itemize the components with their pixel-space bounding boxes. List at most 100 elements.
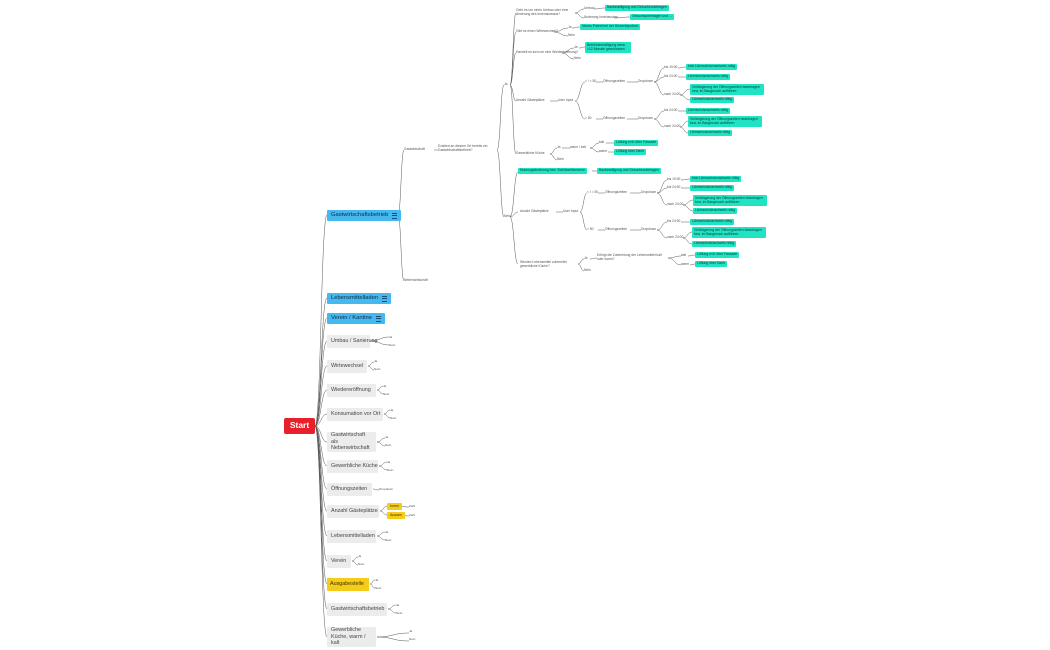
result-neues-patent[interactable]: Neues Patent bei der Gewerbepolizei <box>580 24 641 30</box>
result-verlaengerung[interactable]: Verlängerung der Öffnungszeiten beantrag… <box>692 227 766 238</box>
branch-umbau[interactable]: Umbau / Sanierung <box>327 335 377 348</box>
option-bis24[interactable]: bis 24:00 <box>667 219 681 223</box>
result-laermschutz[interactable]: Lärmschutznachweis nötig <box>693 208 737 214</box>
node-oeffnungszeiten[interactable]: Öffnungszeiten <box>605 227 628 231</box>
answer-aenderung-innenausbau[interactable]: Änderung Innenausbau <box>584 15 619 19</box>
question-gewerbliche-kueche[interactable]: Gewerbliche Küche <box>516 151 545 155</box>
branch-lebensmittelladen-2[interactable]: Lebensmittelladen <box>327 530 376 543</box>
result-gesuchsunterlagen[interactable]: Gesuchsunterlagen und ... <box>630 14 674 20</box>
branch-nebenwirtschaft[interactable]: Gastwirtschaft als Nebenwirtschaft <box>327 432 376 452</box>
branch-konsumation[interactable]: Konsumation vor Ort <box>327 408 383 421</box>
answer-lt50[interactable]: < / = 50 <box>585 79 597 83</box>
answer-ja[interactable]: Ja <box>375 578 379 582</box>
option-bis24[interactable]: bis 24:00 <box>667 185 681 189</box>
branch-verein-kantine[interactable]: Verein / Kantine <box>327 313 385 324</box>
branch-wiedereroeffnung[interactable]: Wiedereröffnung <box>327 384 376 397</box>
notes-icon[interactable] <box>392 212 398 219</box>
option-nach24[interactable]: nach 24:00 <box>667 202 684 206</box>
answer-nein[interactable]: Nein <box>374 367 381 371</box>
answer-nein[interactable]: Nein <box>387 468 394 472</box>
option-bis24[interactable]: bis 24:00 <box>664 108 678 112</box>
result-lueftung-dach[interactable]: Lüftung über Dach <box>695 261 727 267</box>
answer-nein[interactable]: Nein <box>409 637 416 641</box>
question-anzahl-gaesteplaetze[interactable]: Anzahl Gästeplätze <box>520 209 549 213</box>
answer-ja[interactable]: Ja <box>385 435 389 439</box>
option-bis19[interactable]: bis 19:00 <box>664 65 678 69</box>
result-laermschutz[interactable]: Lärmschutznachweis nötig <box>686 108 730 114</box>
answer-nein[interactable]: Nein <box>383 392 390 396</box>
result-kein-laermschutz[interactable]: kein Lärmschutznachweis nötig <box>690 176 742 182</box>
branch-kueche-warm-kalt[interactable]: Gewerbliche Küche, warm / kalt <box>327 627 376 647</box>
result-betriebsbewilligung[interactable]: Betriebsbewilligung wenn >12 Monate gesc… <box>585 42 631 53</box>
node-gastwirtschaft[interactable]: Gastwirtschaft <box>404 147 425 151</box>
start-node[interactable]: Start <box>284 418 315 434</box>
user-input[interactable]: User Input <box>558 98 574 102</box>
branch-anzahl-gaesteplaetze[interactable]: Anzahl Gästeplätze <box>327 505 379 518</box>
option-bis19[interactable]: bis 19:00 <box>667 177 681 181</box>
result-kein-laermschutz[interactable]: kein Lärmschutznachweis nötig <box>686 64 738 70</box>
question-zubereitung[interactable]: Erfolgt die Zubereitung der Lebensmittel… <box>597 253 662 261</box>
option-warm[interactable]: warm <box>681 262 690 266</box>
answer-gt50[interactable]: > 50 <box>585 116 592 120</box>
question-anzahl-gaesteplaetze[interactable]: Anzahl Gästeplätze <box>516 98 545 102</box>
answer-nein[interactable]: Nein <box>396 611 403 615</box>
answer-nein[interactable]: Nein <box>574 56 581 60</box>
answer-innen[interactable]: Innen <box>387 503 402 510</box>
answer-nein[interactable]: Nein <box>504 214 511 218</box>
answer-ja[interactable]: Ja <box>409 629 413 633</box>
answer-dropdown[interactable]: Dropdown <box>379 487 394 491</box>
result-verlaengerung[interactable]: Verlängerung der Öffnungszeiten beantrag… <box>693 195 767 206</box>
notes-icon[interactable] <box>382 295 388 302</box>
branch-gastwirtschaftsbetrieb-2[interactable]: Gastwirtschaftsbetrieb <box>327 603 387 616</box>
branch-gastwirtschaftsbetrieb[interactable]: Gastwirtschaftsbetrieb <box>327 210 402 221</box>
answer-nein[interactable]: Nein <box>358 562 365 566</box>
answer-nein[interactable]: Nein <box>390 416 397 420</box>
option-kalt[interactable]: kalt <box>599 140 605 144</box>
question-umbau[interactable]: Geht es um einen Umbau oder eine Änderun… <box>516 8 569 16</box>
answer-nein[interactable]: Nein <box>385 443 392 447</box>
option-nach24[interactable]: nach 24:00 <box>664 124 681 128</box>
answer-ja[interactable]: Ja <box>374 359 378 363</box>
question-nutzungsaenderung[interactable]: Nutzungsänderung bzw. Schlüsselbereiche <box>518 168 587 174</box>
result-laermschutz[interactable]: Lärmschutznachweis nötig <box>688 130 732 136</box>
answer-nein[interactable]: Nein <box>389 343 396 347</box>
dropdown[interactable]: Dropdown <box>641 227 657 231</box>
option-kalt[interactable]: kalt <box>681 253 687 257</box>
answer-zahl[interactable]: Zahl <box>409 504 416 508</box>
option-nach24[interactable]: nach 24:00 <box>664 92 681 96</box>
result-laermschutz[interactable]: Lärmschutznachweis nötig <box>690 185 734 191</box>
answer-ja[interactable]: Ja <box>387 460 391 464</box>
answer-ja[interactable]: Ja <box>504 82 508 86</box>
answer-ja[interactable]: Ja <box>389 335 393 339</box>
option-warm[interactable]: warm <box>599 149 608 153</box>
result-laermschutz[interactable]: Lärmschutznachweis nötig <box>690 219 734 225</box>
answer-ja[interactable]: Ja <box>385 530 389 534</box>
notes-icon[interactable] <box>375 315 381 322</box>
option-nach24[interactable]: nach 24:00 <box>667 235 684 239</box>
branch-oeffnungszeiten[interactable]: Öffnungszeiten <box>327 483 372 496</box>
node-oeffnungszeiten[interactable]: Öffnungszeiten <box>603 79 626 83</box>
answer-ja[interactable]: Ja <box>557 145 561 149</box>
branch-gewerbliche-kueche[interactable]: Gewerbliche Küche <box>327 460 378 473</box>
result-baubewilligung[interactable]: Baubewilligung und Gesuchsunterlagen <box>605 5 669 11</box>
question-lebensmittel-zubereitet[interactable]: Werden Lebensmittel zubereitet, gewerbli… <box>520 260 568 268</box>
answer-nein[interactable]: Nein <box>568 33 575 37</box>
answer-nein[interactable]: Nein <box>375 586 382 590</box>
question-wirtewechsel[interactable]: Gibt es einen Wirtewechsel? <box>516 29 558 33</box>
dropdown[interactable]: Dropdown <box>641 190 657 194</box>
result-verlaengerung[interactable]: Verlängerung der Öffnungszeiten beantrag… <box>688 116 762 127</box>
branch-ausgabestelle[interactable]: Ausgabestelle <box>327 578 369 591</box>
answer-nein[interactable]: Nein <box>557 157 564 161</box>
answer-nein[interactable]: Nein <box>584 268 591 272</box>
node-warm-kalt[interactable]: warm / kalt <box>570 145 586 149</box>
answer-ja[interactable]: Ja <box>396 603 400 607</box>
branch-verein[interactable]: Verein <box>327 555 351 568</box>
user-input[interactable]: User Input <box>563 209 579 213</box>
answer-gt50[interactable]: > 50 <box>587 227 594 231</box>
result-verlaengerung[interactable]: Verlängerung der Öffnungszeiten beantrag… <box>690 84 764 95</box>
dropdown[interactable]: Dropdown <box>638 116 654 120</box>
result-baubewilligung[interactable]: Baubewilligung und Gesuchsunterlagen <box>597 168 661 174</box>
answer-ja[interactable]: Ja <box>574 45 578 49</box>
result-lueftung-fassade[interactable]: Lüftung evtl. über Fassade <box>695 252 740 258</box>
answer-lt50[interactable]: < / = 50 <box>587 190 599 194</box>
